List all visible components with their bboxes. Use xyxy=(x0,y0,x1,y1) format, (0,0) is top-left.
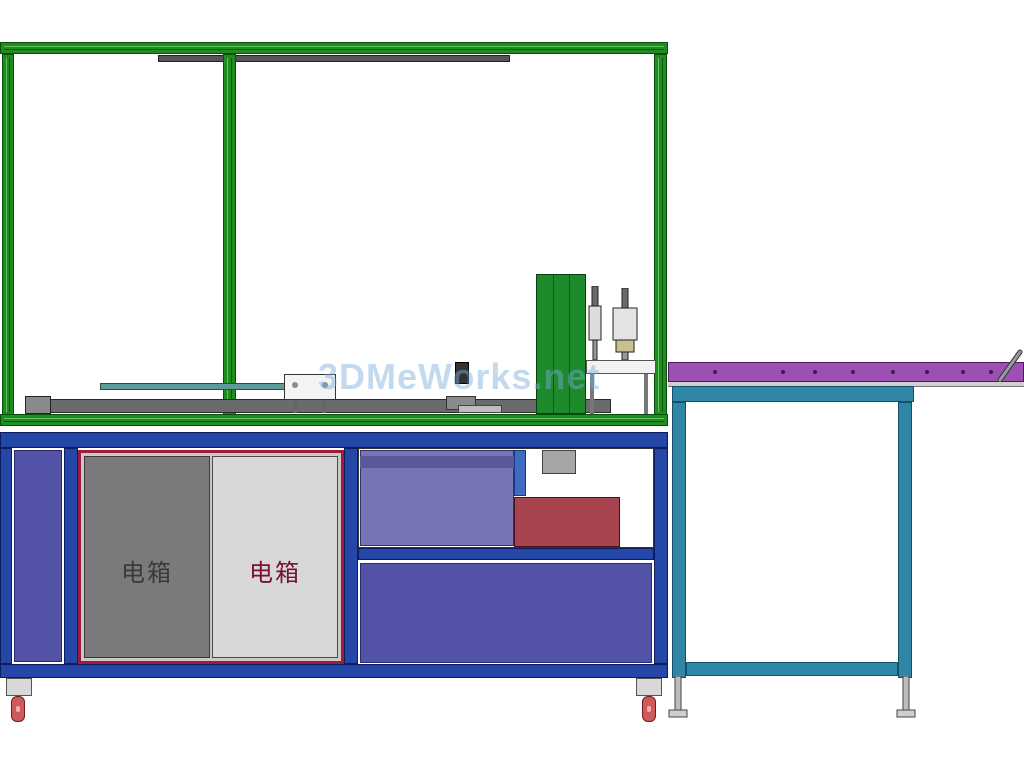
sensor-block xyxy=(455,362,469,384)
caster-wheel-icon xyxy=(642,696,656,722)
base-bottom-rail xyxy=(0,664,668,678)
mount-leg xyxy=(644,374,648,414)
cabinet-door-right: 电箱 xyxy=(212,456,338,658)
leveling-foot-icon xyxy=(896,675,916,718)
pneumatic-cylinder-icon xyxy=(612,287,638,361)
compartment-strip xyxy=(360,456,514,468)
base-middle-rail xyxy=(358,548,654,560)
base-left-post xyxy=(0,448,12,664)
caster-mount xyxy=(636,678,662,696)
side-access-panel xyxy=(14,450,62,662)
carriage-leg xyxy=(293,400,297,413)
cabinet-label-right: 电箱 xyxy=(249,559,301,587)
red-component-box xyxy=(514,497,620,547)
carriage-leg xyxy=(322,400,326,413)
base-right-post xyxy=(654,448,668,664)
base-top-rail xyxy=(0,432,668,448)
top-frame-rail xyxy=(0,42,668,54)
side-frame-left xyxy=(672,402,686,678)
compartment-divider xyxy=(514,450,526,496)
side-frame-right xyxy=(898,402,912,678)
cabinet-label-left: 电箱 xyxy=(121,559,173,587)
worktable-rail xyxy=(0,414,668,426)
right-post xyxy=(654,54,667,416)
vertical-press-plate xyxy=(536,274,586,414)
middle-post xyxy=(223,54,236,416)
cylinder-mount-table xyxy=(586,360,656,374)
sensor-plate xyxy=(458,405,502,413)
linear-slide-base xyxy=(25,399,611,413)
electrical-cabinet: 电箱 电箱 xyxy=(78,450,344,664)
mount-leg xyxy=(590,374,594,414)
left-post xyxy=(2,54,14,416)
leveling-foot-icon xyxy=(668,675,688,718)
watermark: 3DMeWorks.net xyxy=(318,356,601,397)
slide-end-block xyxy=(25,396,51,414)
side-frame-bottom xyxy=(686,662,898,676)
cabinet-door-left: 电箱 xyxy=(84,456,210,658)
vent-block xyxy=(542,450,576,474)
caster-mount xyxy=(6,678,32,696)
lower-access-panel xyxy=(360,563,652,663)
top-lighting-bar xyxy=(158,55,510,62)
conveyor-belt xyxy=(668,362,1024,382)
pneumatic-cylinder-icon xyxy=(588,285,602,361)
carriage-bolt xyxy=(292,382,298,388)
base-post-3 xyxy=(344,448,358,664)
tension-lever xyxy=(994,348,1024,383)
guide-rod xyxy=(100,383,290,390)
carriage-bolt xyxy=(322,382,328,388)
caster-wheel-icon xyxy=(11,696,25,722)
base-post-2 xyxy=(64,448,78,664)
side-frame-top xyxy=(672,386,914,402)
